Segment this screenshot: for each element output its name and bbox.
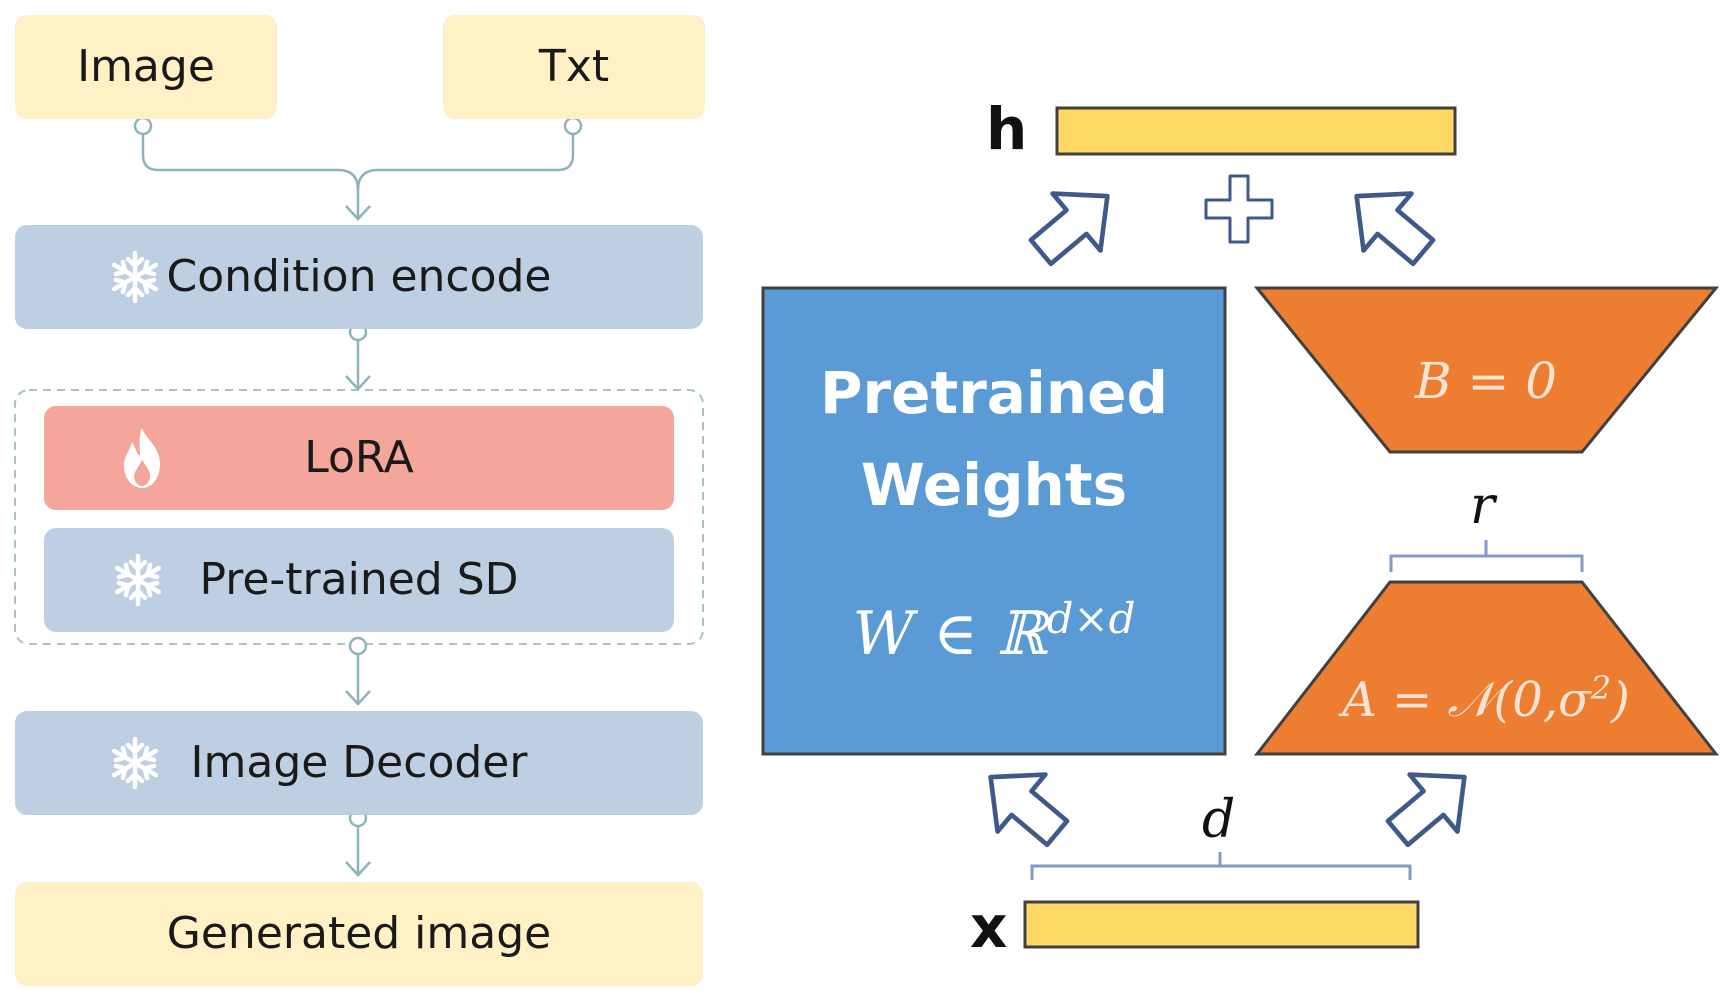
- snowflake-icon: [114, 553, 162, 607]
- output-vector-bar: [1055, 106, 1457, 156]
- dim-label: d: [1202, 790, 1236, 850]
- input-text-label: Txt: [538, 41, 610, 92]
- port-sd: [348, 636, 368, 656]
- flame-icon: [124, 428, 160, 488]
- connector-text-to-encode: [356, 134, 575, 191]
- arrow-up-left-icon: [988, 772, 1070, 848]
- lora-box: LoRA: [44, 406, 674, 510]
- condition-encode-box: Condition encode: [15, 225, 703, 329]
- matrix-a-block: [1253, 580, 1720, 756]
- output-label: h: [986, 95, 1028, 163]
- image-decoder-box: Image Decoder: [15, 711, 703, 815]
- image-decoder-label: Image Decoder: [190, 737, 528, 788]
- pretrained-weights-block: [761, 286, 1227, 756]
- input-vector-bar: [1023, 900, 1420, 949]
- input-label: x: [970, 893, 1008, 961]
- input-image-label: Image: [77, 41, 215, 92]
- matrix-b-formula: B = 0: [1414, 352, 1558, 410]
- matrix-a-formula-exponent: 2: [1590, 669, 1612, 707]
- plus-icon: [1204, 174, 1274, 244]
- arrow-up-right-icon: [1385, 772, 1467, 848]
- snowflake-icon: [111, 250, 159, 304]
- pretrained-title-line2: Weights: [860, 451, 1128, 519]
- arrow-up-right-icon: [1028, 191, 1110, 267]
- matrix-b-block: [1253, 286, 1720, 454]
- arrow-up-left-icon: [1354, 191, 1436, 267]
- condition-encode-label: Condition encode: [166, 251, 552, 302]
- rank-brace: [1389, 540, 1584, 572]
- arrowhead-decoder: [345, 690, 371, 706]
- generated-image-box: Generated image: [15, 882, 703, 986]
- matrix-a-formula: A = 𝒩(0,σ2): [1300, 672, 1672, 724]
- matrix-a-formula-base: A = 𝒩(0,σ: [1342, 672, 1591, 728]
- matrix-a-formula-close: ): [1611, 672, 1630, 728]
- arrowhead-encode: [345, 205, 371, 221]
- arrowhead-lora: [345, 375, 371, 391]
- arrowhead-output: [345, 861, 371, 877]
- lora-label: LoRA: [304, 432, 414, 483]
- input-image-box: Image: [15, 15, 277, 119]
- weights-formula-exponent: d×d: [1046, 594, 1136, 643]
- snowflake-icon: [111, 736, 159, 790]
- rank-label: r: [1470, 476, 1495, 536]
- pretrained-sd-label: Pre-trained SD: [199, 554, 519, 605]
- weights-formula-base: W ∈ ℝ: [852, 599, 1047, 669]
- pretrained-sd-box: Pre-trained SD: [44, 528, 674, 632]
- generated-image-label: Generated image: [166, 908, 552, 959]
- dim-brace: [1030, 852, 1412, 880]
- connector-image-to-encode: [141, 134, 360, 218]
- input-text-box: Txt: [443, 15, 705, 119]
- pretrained-title-line1: Pretrained: [820, 359, 1168, 427]
- weights-formula: W ∈ ℝd×d: [763, 598, 1225, 665]
